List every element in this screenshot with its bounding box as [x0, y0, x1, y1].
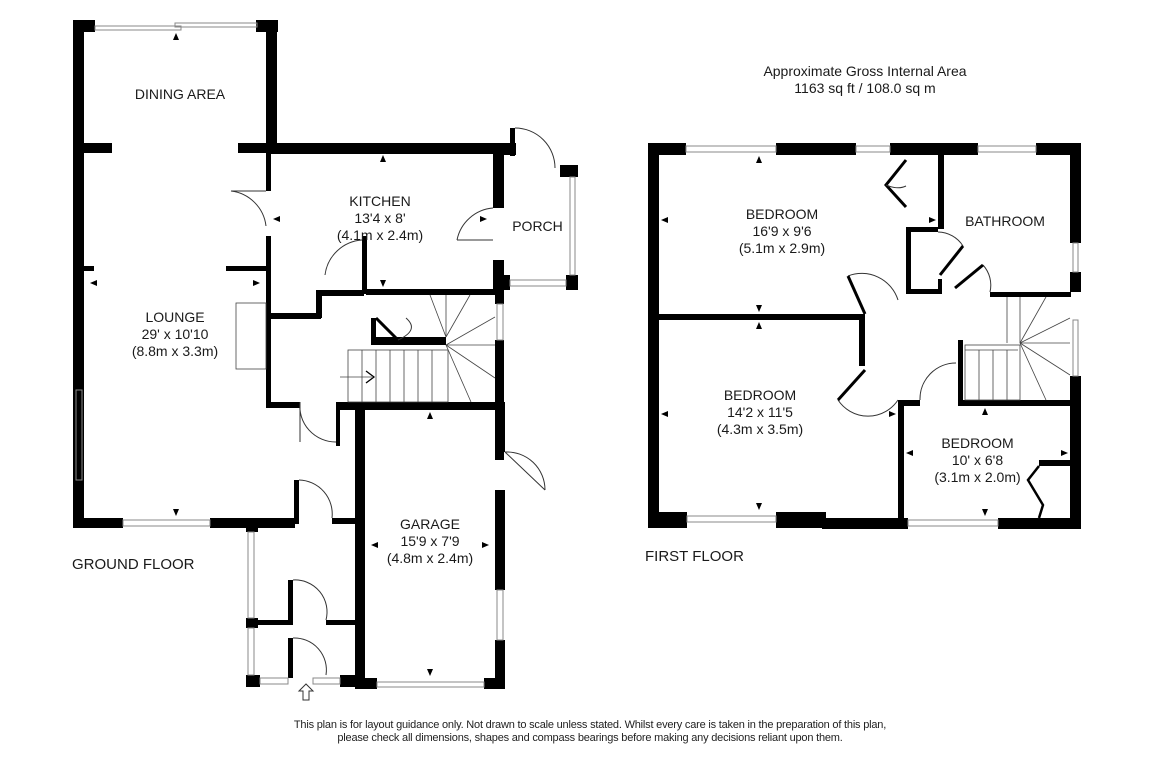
room-name: LOUNGE — [145, 309, 205, 325]
disclaimer: This plan is for layout guidance only. N… — [180, 719, 1000, 745]
room-dimensions-imperial: 14'2 x 11'5 — [727, 404, 793, 420]
room-dimensions-metric: (4.3m x 3.5m) — [716, 421, 804, 437]
ground-floor-doors — [230, 127, 556, 676]
room-dimensions-imperial: 16'9 x 9'6 — [752, 223, 812, 239]
room-dimensions-imperial: 15'9 x 7'9 — [400, 533, 460, 549]
room-lounge: LOUNGE 29' x 10'10 (8.8m x 3.3m) — [100, 309, 250, 360]
room-dimensions-metric: (4.8m x 2.4m) — [386, 550, 474, 566]
first-floor-windows — [685, 145, 1079, 527]
room-dimensions-metric: (8.8m x 3.3m) — [131, 343, 219, 359]
room-kitchen: KITCHEN 13'4 x 8' (4.1m x 2.4m) — [300, 193, 460, 244]
room-name: BEDROOM — [723, 387, 797, 403]
room-dining-area: DINING AREA — [110, 86, 250, 103]
first-floor-walls — [648, 143, 1081, 529]
room-dimensions-imperial: 13'4 x 8' — [354, 210, 406, 226]
disclaimer-line-1: This plan is for layout guidance only. N… — [293, 719, 887, 731]
room-bathroom: BATHROOM — [950, 213, 1060, 230]
room-name: BEDROOM — [941, 435, 1014, 451]
room-name: DINING AREA — [134, 86, 226, 102]
disclaimer-line-2: please check all dimensions, shapes and … — [337, 732, 843, 744]
room-porch: PORCH — [505, 218, 570, 235]
first-floor-doors — [836, 159, 1045, 519]
first-floor-stairs — [964, 296, 1071, 401]
room-bedroom-2: BEDROOM 14'2 x 11'5 (4.3m x 3.5m) — [690, 387, 830, 438]
room-name: BEDROOM — [745, 206, 819, 222]
room-name: PORCH — [512, 218, 563, 234]
room-dimensions-metric: (5.1m x 2.9m) — [738, 240, 826, 256]
room-dimensions-imperial: 10' x 6'8 — [951, 452, 1004, 468]
area-title: Approximate Gross Internal Area — [763, 63, 967, 79]
first-floor-label: FIRST FLOOR — [645, 548, 744, 565]
room-bedroom-3: BEDROOM 10' x 6'8 (3.1m x 2.0m) — [920, 435, 1035, 486]
room-name: BATHROOM — [965, 213, 1045, 229]
room-bedroom-1: BEDROOM 16'9 x 9'6 (5.1m x 2.9m) — [712, 206, 852, 257]
dimension-arrows — [90, 33, 1068, 676]
area-value: 1163 sq ft / 108.0 sq m — [794, 80, 936, 96]
ground-floor-windows — [75, 22, 576, 688]
ground-floor-walls — [73, 20, 578, 689]
room-dimensions-imperial: 29' x 10'10 — [141, 326, 209, 342]
gross-internal-area: Approximate Gross Internal Area 1163 sq … — [700, 63, 1030, 97]
ground-floor-label: GROUND FLOOR — [72, 556, 195, 573]
room-garage: GARAGE 15'9 x 7'9 (4.8m x 2.4m) — [365, 516, 495, 567]
room-name: GARAGE — [400, 516, 460, 532]
ground-floor-stairs — [235, 294, 496, 403]
entrance-arrow-icon — [297, 683, 315, 701]
room-dimensions-metric: (4.1m x 2.4m) — [336, 227, 424, 243]
room-dimensions-metric: (3.1m x 2.0m) — [934, 469, 1021, 485]
room-name: KITCHEN — [349, 193, 411, 209]
